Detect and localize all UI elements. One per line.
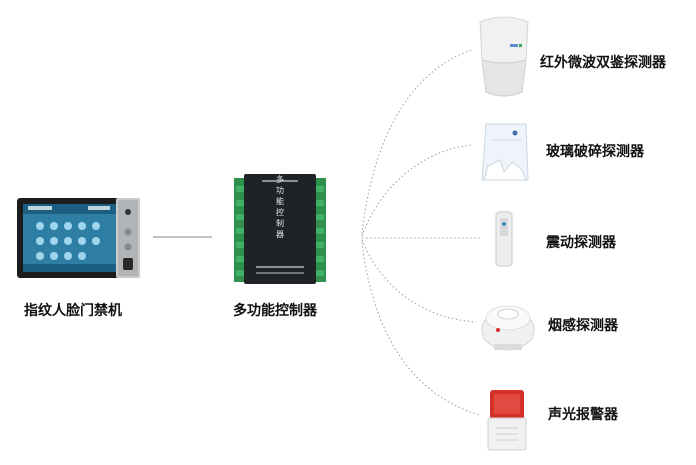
access-terminal-label: 指纹人脸门禁机 [24, 303, 122, 319]
link-to-strobe-siren [361, 241, 481, 416]
detector-label-vibration: 震动探测器 [546, 235, 616, 251]
detector-label-siren: 声光报警器 [548, 407, 618, 423]
link-to-glass-break-detector [361, 144, 473, 237]
detector-label-glass-break: 玻璃破碎探测器 [546, 144, 644, 160]
controller-label: 多功能控制器 [233, 303, 317, 319]
glass-break-detector-icon [481, 123, 529, 181]
strobe-siren-icon [487, 390, 527, 451]
vibration-detector-icon [495, 211, 513, 267]
pir-microwave-detector-icon [479, 16, 529, 97]
controller-device: 多功能控制器 [234, 174, 326, 284]
link-to-smoke-detector [361, 239, 477, 323]
access-terminal-device [17, 198, 140, 278]
detector-label-pir: 红外微波双鉴探测器 [540, 55, 666, 71]
smoke-detector-icon [481, 305, 535, 351]
detector-links [361, 49, 482, 416]
controller-face-text: 多功能控制器 [276, 174, 285, 241]
link-to-pir-detector [361, 49, 473, 235]
detector-label-smoke: 烟感探测器 [548, 318, 618, 334]
